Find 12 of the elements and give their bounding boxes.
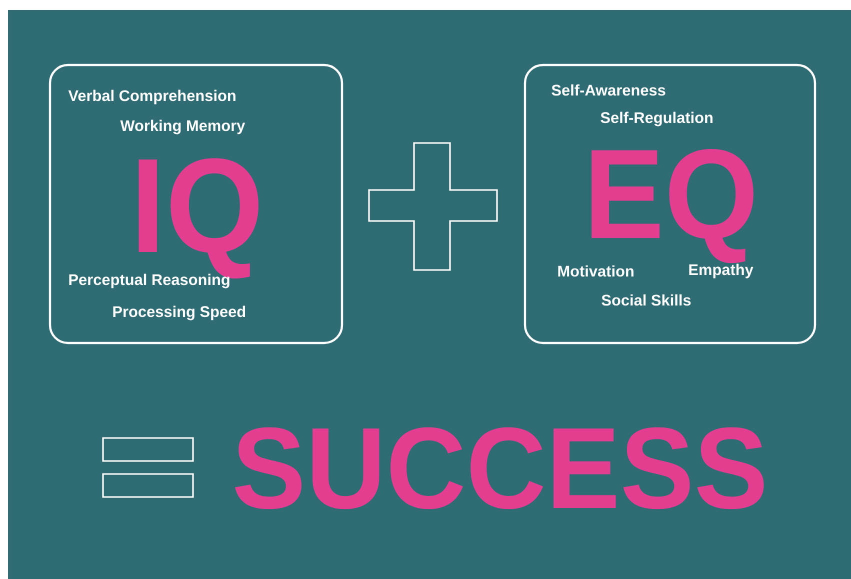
skill-label: Working Memory [120,120,246,134]
skill-label: Verbal Comprehension [68,90,236,104]
skill-label: Empathy [689,264,754,278]
big-letters: EQ [592,148,754,264]
skill-label: Motivation [558,265,634,277]
plus-sign [368,142,498,271]
skill-label: Processing Speed [113,306,246,320]
skill-label: Self-Awareness [552,84,666,96]
skill-label: Self-Regulation [600,112,712,126]
equals-sign [102,437,194,498]
skill-label: Social Skills [602,294,691,306]
headline: SUCCESS [235,427,764,510]
